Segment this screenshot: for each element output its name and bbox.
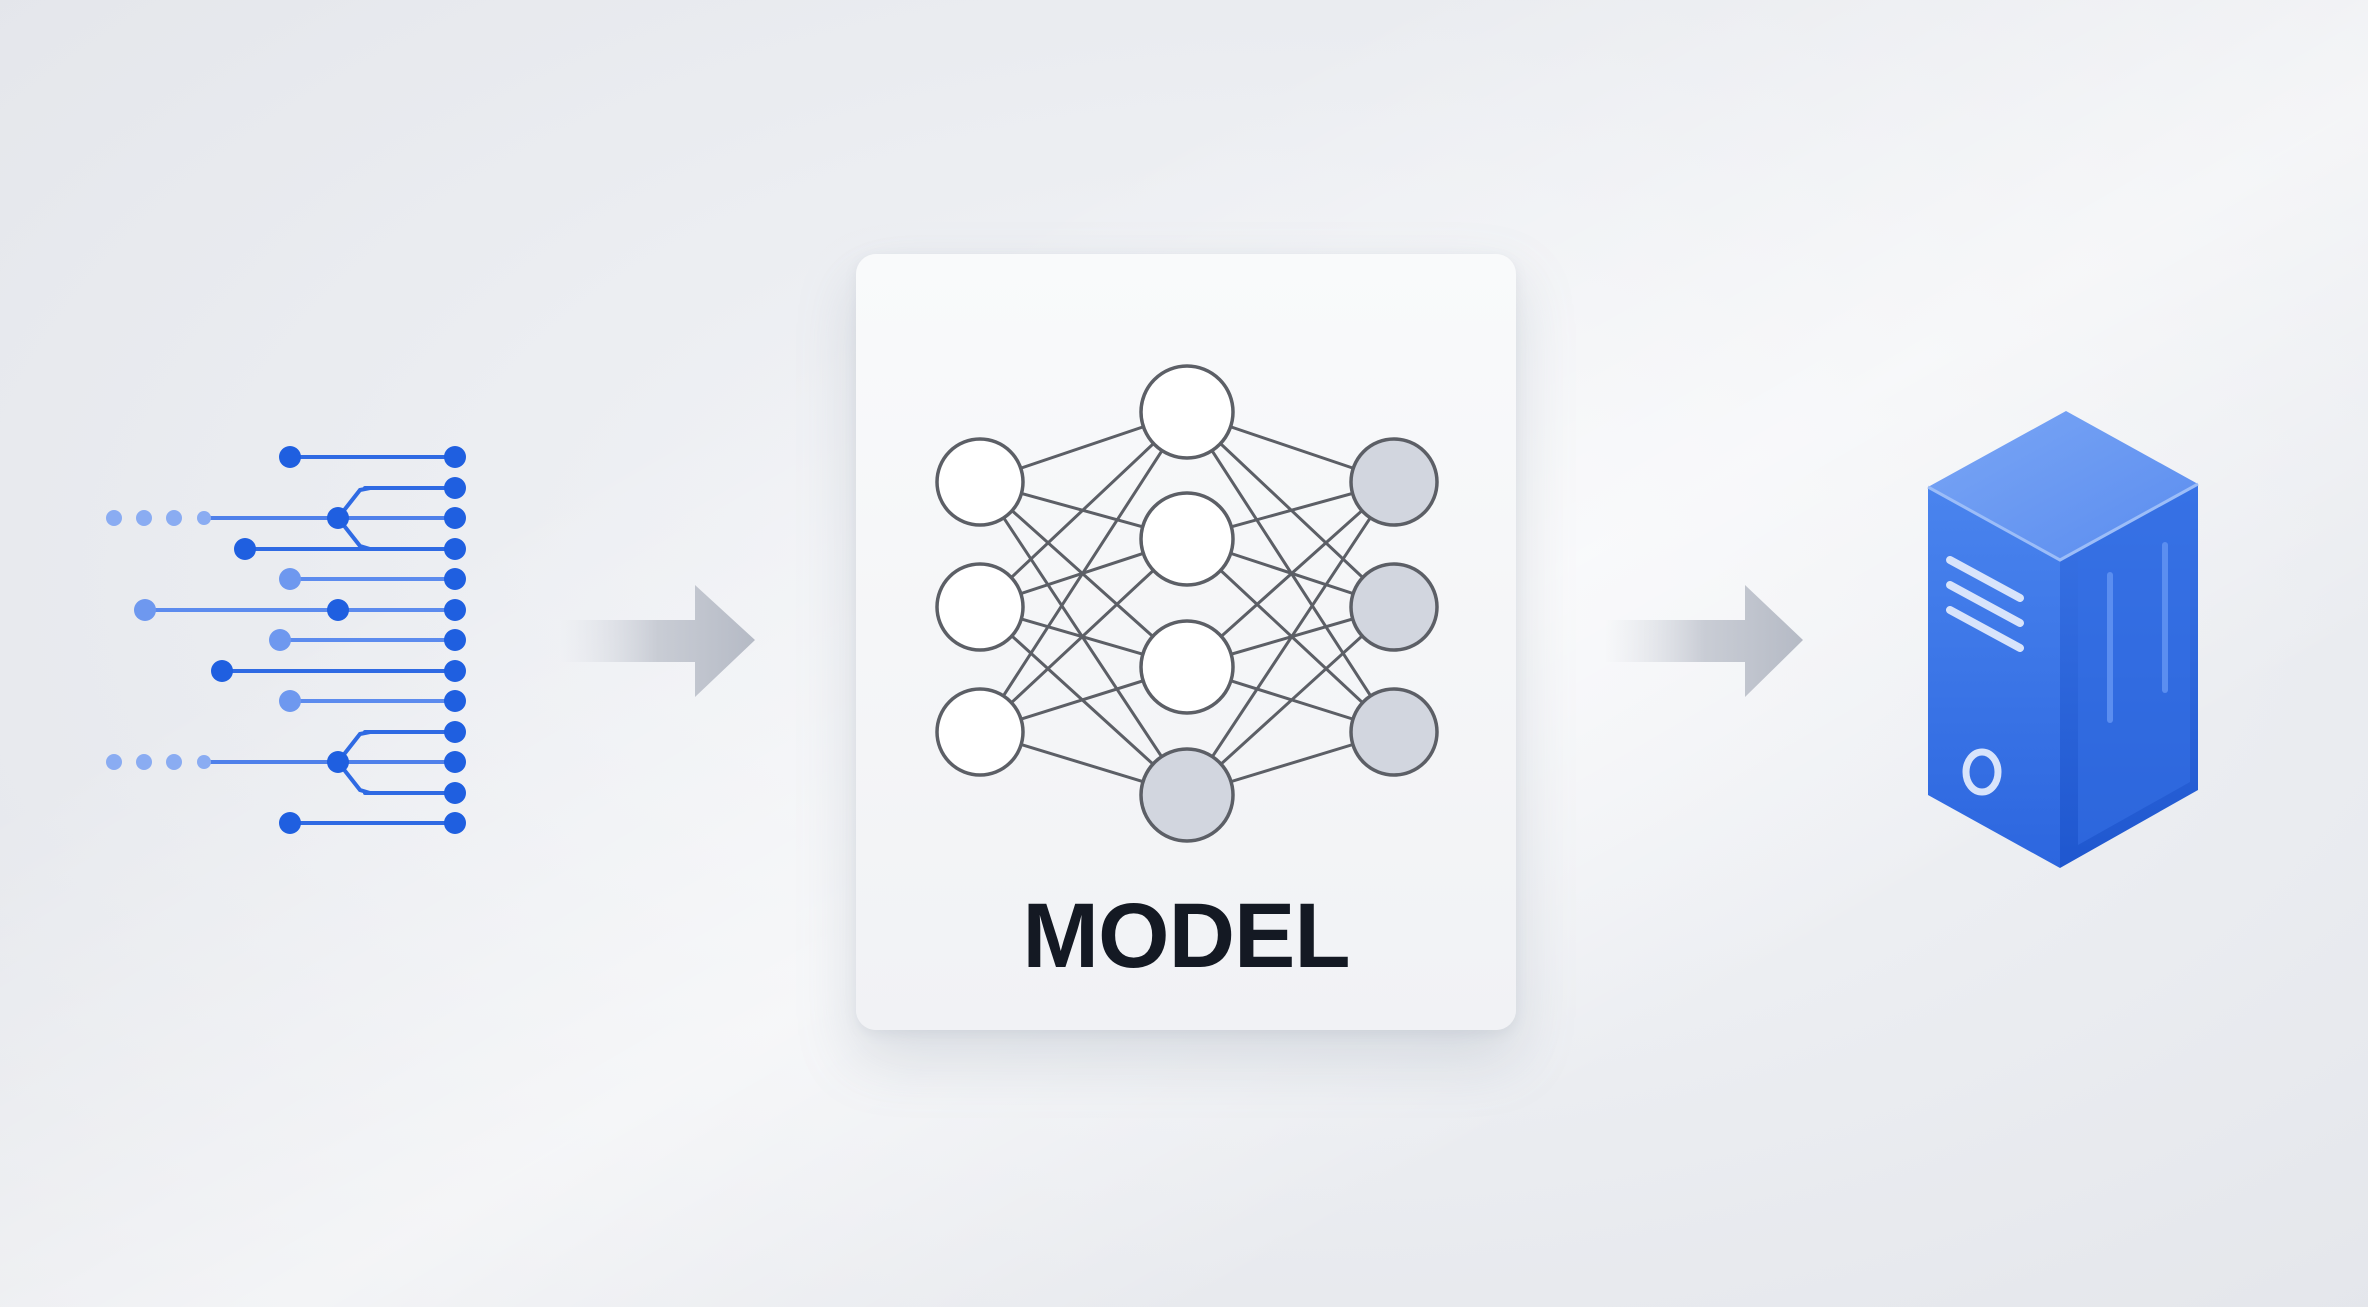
network-node-input: [935, 687, 1025, 777]
network-node-hidden: [1139, 619, 1235, 715]
network-node-output: [1349, 437, 1439, 527]
model-title: MODEL: [1022, 885, 1350, 987]
network-node-hidden: [1139, 364, 1235, 460]
network-node-output: [1349, 562, 1439, 652]
network-node-input: [935, 437, 1025, 527]
network-node-hidden: [1139, 491, 1235, 587]
neural-network-icon: [935, 364, 1439, 843]
network-node-hidden: [1139, 747, 1235, 843]
network-node-output: [1349, 687, 1439, 777]
model-card: MODEL: [856, 254, 1516, 1030]
network-node-input: [935, 562, 1025, 652]
